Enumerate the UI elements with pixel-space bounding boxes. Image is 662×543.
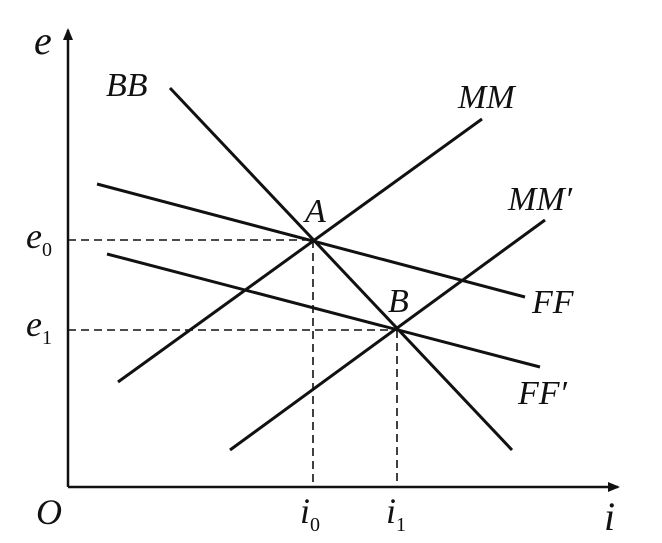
e0-tick-label: e0 <box>26 216 52 261</box>
e1-tick-label: e1 <box>26 304 52 349</box>
y-axis-label: e <box>34 18 52 63</box>
mm-curve <box>117 117 483 384</box>
bb-curve <box>168 86 514 452</box>
ff-label: FF <box>531 284 575 321</box>
x-axis-label: i <box>604 494 615 539</box>
point-a-label: A <box>303 193 326 230</box>
ff-curve <box>96 182 526 299</box>
ff-prime-label: FF′ <box>517 375 568 412</box>
mm-prime-curve <box>229 218 546 452</box>
point-b-label: B <box>388 283 409 320</box>
bb-label: BB <box>106 67 148 104</box>
mm-prime-label: MM′ <box>507 181 573 218</box>
i1-tick-label: i1 <box>386 491 406 536</box>
ff-prime-curve <box>106 252 541 369</box>
origin-label: O <box>36 492 62 532</box>
mm-label: MM <box>457 79 516 116</box>
i0-tick-label: i0 <box>300 491 320 536</box>
